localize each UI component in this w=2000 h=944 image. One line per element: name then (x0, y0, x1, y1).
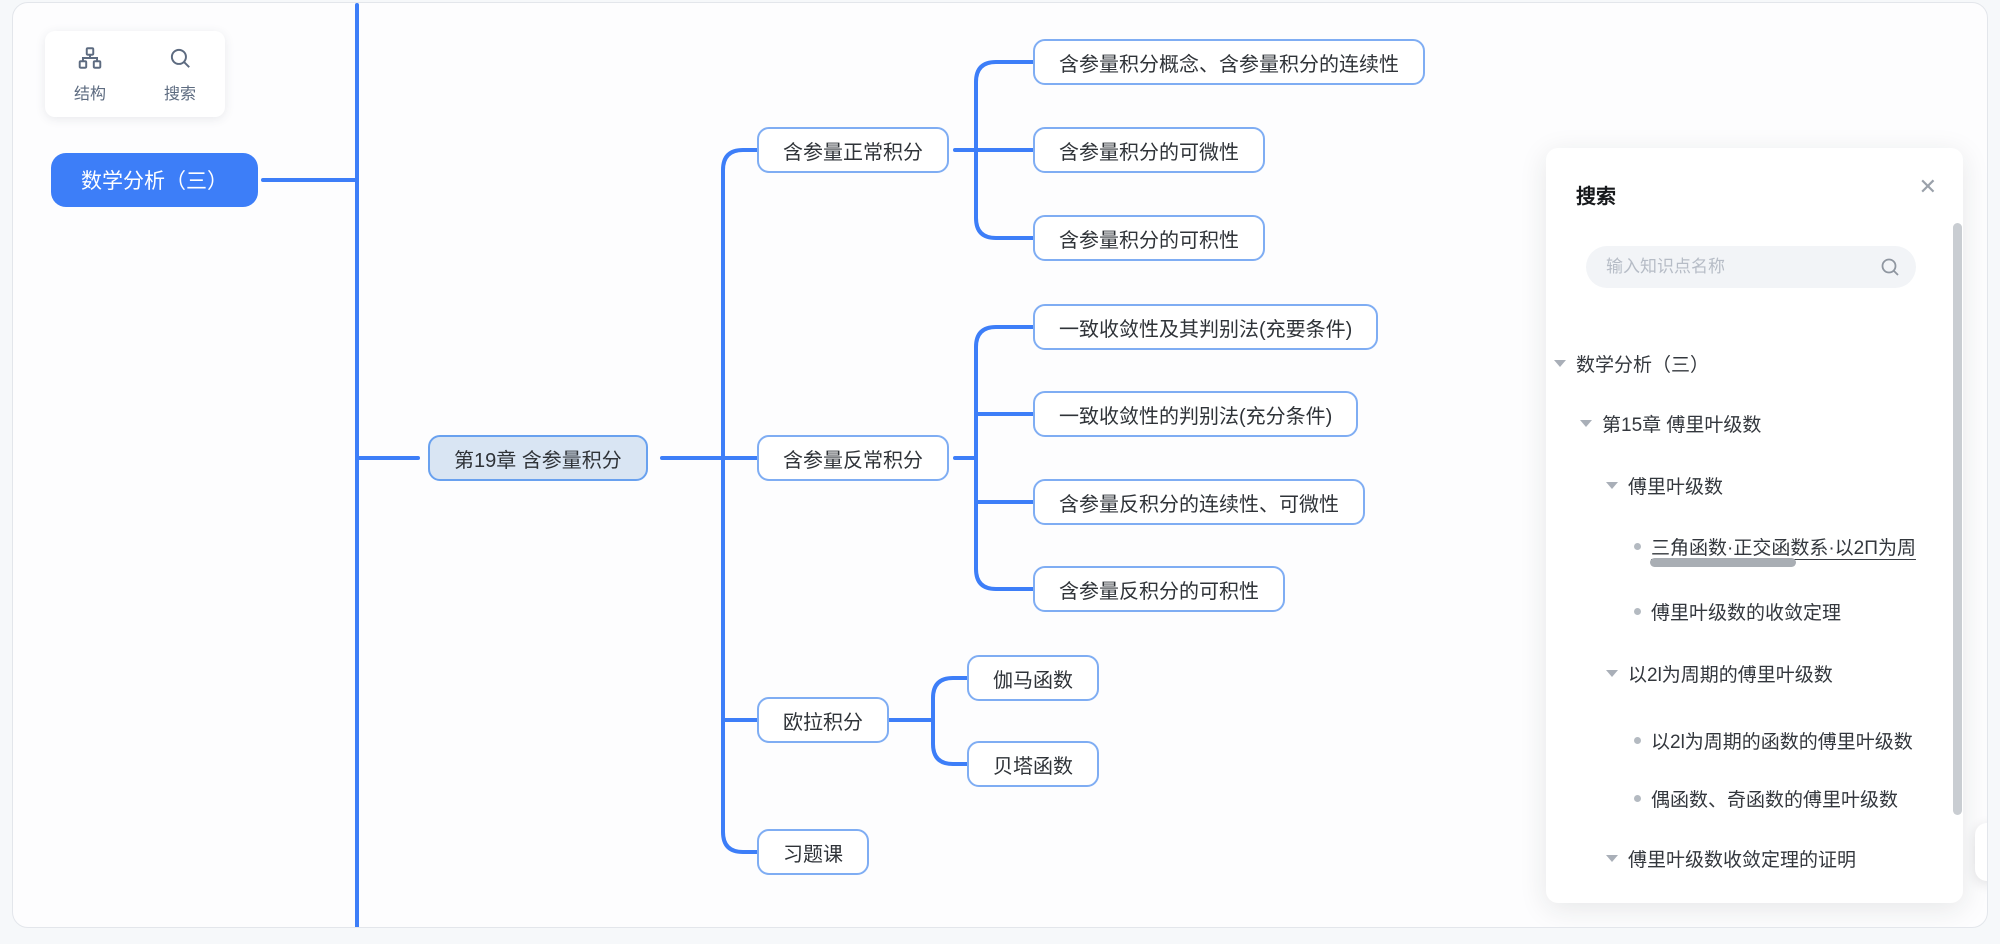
leaf-node[interactable]: 含参量反积分的可积性 (1033, 566, 1285, 612)
tree-item[interactable]: 偶函数、奇函数的傅里叶级数 (1546, 783, 1949, 813)
branch-node[interactable]: 习题课 (757, 829, 869, 875)
view-toolbar: 结构 搜索 (45, 31, 225, 117)
structure-label: 结构 (73, 85, 106, 103)
search-box (1586, 246, 1916, 288)
search-input-icon (1878, 255, 1902, 284)
branch-node[interactable]: 含参量正常积分 (757, 127, 949, 173)
leaf-node[interactable]: 含参量积分的可微性 (1033, 127, 1265, 173)
tree-item-section[interactable]: 傅里叶级数收敛定理的证明 (1546, 843, 1949, 873)
branch-node[interactable]: 含参量反常积分 (757, 435, 949, 481)
panel-title: 搜索 (1576, 186, 1616, 208)
collapse-arrow-icon[interactable] (1606, 481, 1618, 489)
tree-item-label: 数学分析（三） (1576, 354, 1710, 376)
tree-item-label: 第15章 傅里叶级数 (1602, 414, 1762, 436)
bullet-icon (1634, 607, 1641, 615)
mascot-icon (1983, 829, 1987, 876)
leaf-node[interactable]: 含参量反积分的连续性、可微性 (1033, 479, 1365, 525)
leaf-node[interactable]: 含参量积分的可积性 (1033, 215, 1265, 261)
bullet-icon (1634, 794, 1641, 802)
tree-item[interactable]: 傅里叶级数的收敛定理 (1546, 596, 1949, 626)
collapse-arrow-icon[interactable] (1606, 854, 1618, 862)
chapter-node[interactable]: 第19章 含参量积分 (428, 435, 648, 481)
tree-item-root[interactable]: 数学分析（三） (1546, 348, 1949, 378)
search-icon (167, 45, 193, 76)
leaf-node[interactable]: 含参量积分概念、含参量积分的连续性 (1033, 39, 1425, 85)
leaf-node[interactable]: 伽马函数 (967, 655, 1099, 701)
leaf-node[interactable]: 一致收敛性及其判别法(充要条件) (1033, 304, 1379, 350)
sitemap-icon (77, 45, 103, 76)
tree-item-section[interactable]: 傅里叶级数 (1546, 470, 1949, 500)
collapse-arrow-icon[interactable] (1554, 359, 1566, 367)
mindmap-canvas[interactable]: 数学分析（三） 第19章 含参量积分 含参量正常积分 含参量反常积分 欧拉积分 … (12, 2, 1988, 928)
tree-item-label: 傅里叶级数 (1628, 476, 1724, 498)
search-button[interactable]: 搜索 (164, 45, 196, 104)
tree-item-label: 傅里叶级数的收敛定理 (1651, 602, 1842, 624)
bullet-icon (1634, 736, 1641, 744)
tree-item-chapter[interactable]: 第15章 傅里叶级数 (1546, 408, 1949, 438)
tree-item-label: 傅里叶级数收敛定理的证明 (1628, 849, 1857, 871)
search-panel: 搜索 ✕ 数学分析（三） 第15章 傅里叶级数 傅里叶级数 三角函数·正 (1546, 148, 1963, 903)
structure-button[interactable]: 结构 (74, 45, 106, 104)
tree-item-label: 三角函数·正交函数系·以2Π为周 (1651, 537, 1916, 559)
leaf-node[interactable]: 贝塔函数 (967, 741, 1099, 787)
tree-item-section[interactable]: 以2l为周期的傅里叶级数 (1546, 658, 1949, 688)
leaf-node[interactable]: 一致收敛性的判别法(充分条件) (1033, 391, 1359, 437)
tree-item-label: 以2l为周期的函数的傅里叶级数 (1651, 731, 1913, 753)
search-label: 搜索 (163, 85, 196, 103)
search-input[interactable] (1586, 246, 1916, 288)
assistant-widget[interactable] (1975, 823, 1987, 881)
highlight-bar (1650, 558, 1796, 567)
collapse-arrow-icon[interactable] (1580, 419, 1592, 427)
tree-item-label: 以2l为周期的傅里叶级数 (1628, 664, 1833, 686)
tree-item[interactable]: 以2l为周期的函数的傅里叶级数 (1546, 725, 1949, 755)
tree-item-highlighted[interactable]: 三角函数·正交函数系·以2Π为周 (1546, 531, 1949, 561)
panel-scrollbar[interactable] (1953, 223, 1962, 815)
bullet-icon (1634, 542, 1641, 550)
branch-node[interactable]: 欧拉积分 (757, 697, 889, 743)
collapse-arrow-icon[interactable] (1606, 669, 1618, 677)
tree-item-label: 偶函数、奇函数的傅里叶级数 (1651, 789, 1899, 811)
close-icon[interactable]: ✕ (1918, 174, 1937, 199)
root-node[interactable]: 数学分析（三） (51, 153, 258, 207)
